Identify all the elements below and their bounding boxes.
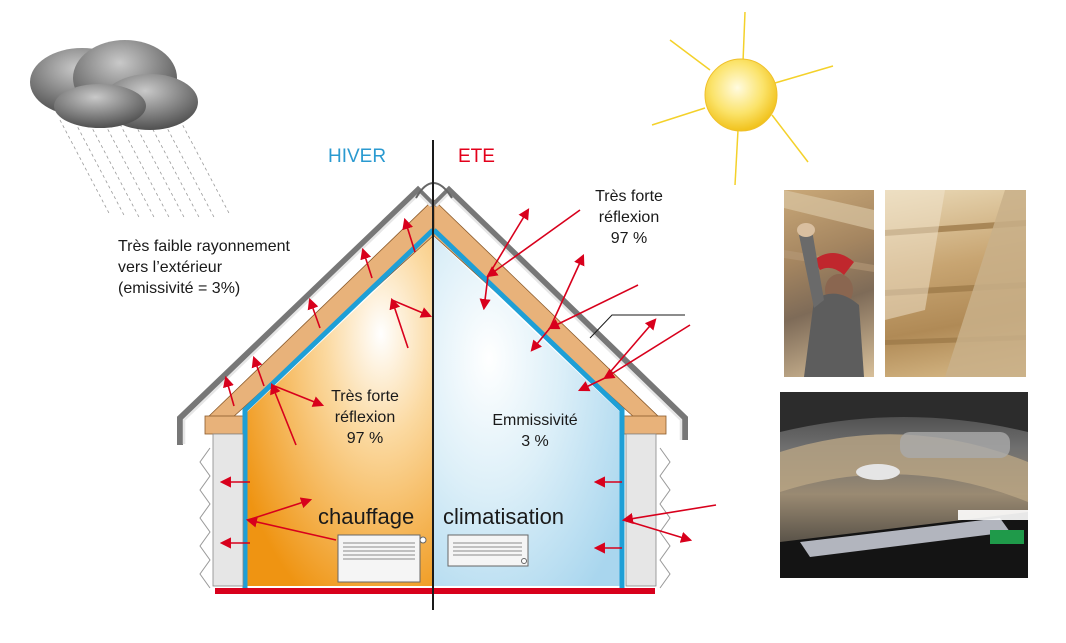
warm-interior [247, 236, 433, 586]
roof-leader-line [589, 314, 685, 339]
right-roof-cover-inner [435, 192, 683, 440]
right-wall [625, 433, 657, 587]
photo-worker-installing-insulation [784, 190, 874, 377]
left-wall [212, 433, 244, 587]
summer-title: ETE [458, 146, 495, 167]
right-roof-cover [431, 185, 688, 440]
radiator-icon [337, 534, 427, 583]
left-roof-cover-inner [182, 192, 432, 444]
cool-interior [433, 236, 620, 586]
photo-commercial-hall-ducts [780, 392, 1028, 578]
right-insulation [432, 228, 625, 588]
summer-reflection-text: Très forte réflexion 97 % [595, 188, 663, 247]
cooling-label: climatisation [443, 504, 565, 529]
rain-cloud-icon [30, 40, 231, 220]
emissivity-text: Emmissivité 3 % [492, 412, 578, 450]
winter-arrows [219, 217, 433, 549]
floor [215, 588, 655, 594]
air-conditioner-icon [447, 534, 529, 567]
left-roof-cover [177, 185, 436, 445]
summer-arrows [479, 208, 717, 554]
left-eave-timber [204, 415, 248, 435]
left-cladding [199, 447, 211, 589]
right-cladding [659, 447, 671, 589]
photo-reflective-ceiling-panels [885, 190, 1026, 377]
heating-label: chauffage [318, 504, 415, 529]
winter-reflection-text: Très forte réflexion 97 % [331, 388, 399, 447]
right-eave-timber [621, 415, 667, 435]
low-emission-text: Très faible rayonnement vers l’extérieur… [118, 238, 290, 297]
sun-icon [651, 11, 834, 186]
winter-title: HIVER [328, 146, 387, 167]
left-insulation [242, 228, 435, 588]
